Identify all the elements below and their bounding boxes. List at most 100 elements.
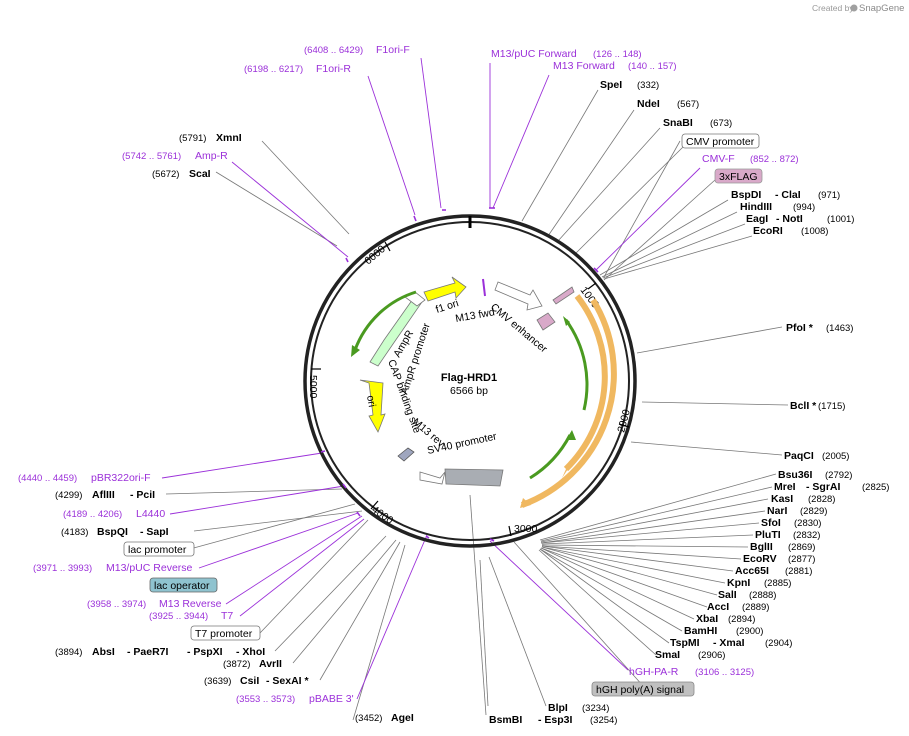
enzyme-eagi-pos: (1001)	[827, 214, 854, 225]
primer-pos-hgh-pa-r: (3106 .. 3125)	[695, 667, 754, 678]
enzyme-xhoi: - XhoI	[236, 646, 265, 658]
enzyme-ecorv: EcoRV	[743, 553, 777, 565]
hrd1-orf-arc	[563, 294, 608, 472]
enzyme-avrii: AvrII	[259, 658, 282, 670]
orf-outer-arc	[520, 298, 617, 508]
enzyme-spei-pos: (332)	[637, 80, 659, 91]
primer-pos-m13puc-forward: (126 .. 148)	[593, 49, 642, 60]
snapgene-logo-icon	[850, 4, 858, 12]
enzyme-sali-pos: (2888)	[749, 590, 776, 601]
enzyme-blpi-pos: (3234)	[582, 703, 609, 714]
enzyme-paqci: PaqCI	[784, 450, 814, 462]
primer-name-t7: T7	[221, 610, 233, 622]
enzyme-sali: SalI	[718, 589, 737, 601]
enzyme-nari-pos: (2829)	[800, 506, 827, 517]
enzyme-sexai: - SexAI *	[266, 675, 310, 687]
enzyme-blpi: BlpI	[548, 702, 568, 714]
hrd1-orf-head	[562, 460, 574, 478]
enzyme-kasi: KasI	[771, 493, 793, 505]
lac-promoter-box	[123, 541, 195, 557]
leader-lines	[165, 89, 789, 721]
enzyme-xmni: XmnI	[216, 132, 242, 144]
ori-feature	[359, 379, 386, 433]
enzyme-scai-pos: (5672)	[152, 169, 179, 180]
enzyme-snabi: SnaBI	[663, 117, 693, 129]
enzyme-bspqi-pos: (4183)	[61, 527, 88, 538]
enzyme-ndei: NdeI	[637, 98, 660, 110]
orf-outer-head	[520, 498, 531, 508]
enzyme-paqci-pos: (2005)	[822, 451, 849, 462]
primer-pos-pbr322ori-f: (4440 .. 4459)	[18, 473, 77, 484]
ampr-arrow	[353, 290, 417, 351]
enzyme-ecorv-pos: (2877)	[788, 554, 815, 565]
tick-label-5000: 5000	[307, 375, 319, 399]
enzyme-bamhi: BamHI	[684, 625, 717, 637]
enzyme-csii: CsiI	[240, 675, 259, 687]
tick-label-4000: 4000	[369, 504, 395, 527]
enzyme-acci: AccI	[707, 601, 729, 613]
enzyme-eagi: EagI	[746, 213, 768, 225]
3xflag-box-label: 3xFLAG	[719, 171, 758, 183]
primer-name-m13-forward: M13 Forward	[553, 60, 615, 72]
primer-pos-m13-reverse: (3958 .. 3974)	[87, 599, 146, 610]
orf-arrow-top	[564, 319, 589, 411]
primer-pos-cmv-f: (852 .. 872)	[750, 154, 799, 165]
ori-label: ori	[364, 394, 378, 408]
m13-fwd-site	[482, 278, 486, 297]
ampr-arrowhead	[351, 345, 360, 357]
hgh-polya-box-label: hGH poly(A) signal	[596, 684, 684, 696]
enzyme-agei-pos: (3452)	[355, 713, 382, 724]
3xflag-box	[714, 168, 763, 184]
primer-pos-m13puc-reverse: (3971 .. 3993)	[33, 563, 92, 574]
credit-prefix: Created by	[812, 3, 854, 13]
lac-operator-feature	[397, 447, 415, 462]
hgh-polya-box	[591, 681, 695, 697]
sv40-promoter-feature	[419, 471, 446, 485]
t7-promoter-box	[190, 625, 261, 641]
primer-pos-m13-forward: (140 .. 157)	[628, 61, 677, 72]
enzyme-bspdi: BspDI	[731, 189, 761, 201]
enzyme-pfoi: PfoI *	[786, 322, 814, 334]
primer-leader-lines	[161, 57, 701, 700]
primer-pos-pbabe3: (3553 .. 3573)	[236, 694, 295, 705]
tick-marks	[311, 241, 630, 537]
enzyme-kasi-pos: (2828)	[808, 494, 835, 505]
enzyme-bglii-pos: (2869)	[788, 542, 815, 553]
enzyme-ecori-pos: (1008)	[801, 226, 828, 237]
orf-arrow-bottom-head	[566, 430, 576, 440]
primer-pos-f1ori-r: (6198 .. 6217)	[244, 64, 303, 75]
enzyme-bcli: BclI *	[790, 400, 817, 412]
primer-name-cmv-f: CMV-F	[702, 153, 735, 165]
enzyme-acci-pos: (2889)	[742, 602, 769, 613]
enzyme-csii-pos: (3639)	[204, 676, 231, 687]
primer-pos-amp-r: (5742 .. 5761)	[122, 151, 181, 162]
plasmid-name: Flag-HRD1	[441, 372, 497, 384]
enzyme-bspqi: BspQI	[97, 526, 128, 538]
enzyme-bspdi-pos: (971)	[818, 190, 840, 201]
enzyme-pluti-pos: (2832)	[793, 530, 820, 541]
primer-name-m13puc-forward: M13/pUC Forward	[491, 48, 577, 60]
primer-name-f1ori-f: F1ori-F	[376, 44, 410, 56]
enzyme-xmni-pos: (5791)	[179, 133, 206, 144]
lac-promoter-box-label: lac promoter	[128, 544, 187, 556]
primer-pos-l4440: (4189 .. 4206)	[63, 509, 122, 520]
enzyme-kpni: KpnI	[727, 577, 750, 589]
primer-name-pbr322ori-f: pBR322ori-F	[91, 472, 151, 484]
orf-arrow-top-head	[563, 316, 570, 326]
primer-name-m13puc-reverse: M13/pUC Reverse	[106, 562, 193, 574]
plasmid-size: 6566 bp	[450, 385, 488, 397]
f1-ori-feature	[423, 276, 467, 302]
enzyme-bsmbi: BsmBI	[489, 714, 522, 726]
enzyme-bsu36i-pos: (2792)	[825, 470, 852, 481]
enzyme-bamhi-pos: (2900)	[736, 626, 763, 637]
enzyme-tspmi-pos: (2904)	[765, 638, 792, 649]
enzyme-paer7i: - PaeR7I	[127, 646, 169, 658]
enzyme-pspxi: - PspXI	[187, 646, 223, 658]
enzyme-bsmbi-pos: (3254)	[590, 715, 617, 726]
enzyme-esp3i: - Esp3I	[538, 714, 573, 726]
primer-name-l4440: L4440	[136, 508, 165, 520]
primer-pos-t7: (3925 .. 3944)	[149, 611, 208, 622]
enzyme-xmai: - XmaI	[713, 637, 745, 649]
enzyme-mrei: MreI	[774, 481, 796, 493]
